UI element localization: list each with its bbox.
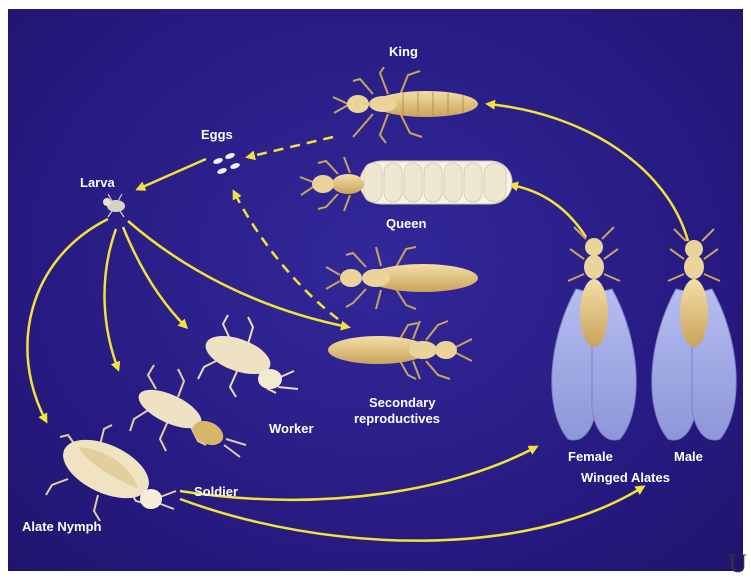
arrow-female-to-queen: [511, 185, 586, 237]
label-queen: Queen: [386, 216, 427, 231]
label-larva: Larva: [80, 175, 115, 190]
arrow-eggs-to-larva: [138, 159, 206, 189]
label-secondary-line2: reproductives: [354, 411, 440, 426]
secondary-reproductive-lower: [328, 321, 472, 379]
arrow-male-to-king: [488, 104, 688, 241]
label-alate-nymph: Alate Nymph: [22, 519, 102, 534]
label-winged-alates: Winged Alates: [581, 470, 670, 485]
life-cycle-panel: King Eggs Larva Queen Secondary reproduc…: [8, 9, 743, 571]
larva-figure: [103, 194, 125, 217]
secondary-reproductive-upper: [326, 247, 478, 309]
label-female: Female: [568, 449, 613, 464]
arrow-larva-to-alate-nymph: [27, 219, 108, 421]
termite-life-cycle-diagram: King Eggs Larva Queen Secondary reproduc…: [8, 9, 743, 571]
male-winged-alate: [652, 229, 736, 440]
label-soldier: Soldier: [194, 484, 238, 499]
arrow-larva-to-soldier: [104, 229, 118, 369]
label-worker: Worker: [269, 421, 314, 436]
eggs-cluster: [212, 152, 240, 175]
label-secondary-line1: Secondary: [369, 395, 436, 410]
king-termite: [333, 67, 478, 143]
soldier-termite: [130, 365, 246, 457]
corner-logo-mark: U: [728, 549, 747, 579]
alate-nymph-termite: [46, 425, 176, 521]
worker-termite: [198, 315, 298, 397]
arrow-secondary-to-eggs: [234, 192, 338, 319]
arrow-nymph-to-male: [180, 487, 643, 541]
arrow-king-to-eggs: [248, 137, 333, 157]
queen-termite: [300, 157, 512, 211]
female-winged-alate: [552, 227, 636, 440]
label-king: King: [389, 44, 418, 59]
label-eggs: Eggs: [201, 127, 233, 142]
label-male: Male: [674, 449, 703, 464]
arrow-larva-to-secondary: [128, 221, 348, 327]
